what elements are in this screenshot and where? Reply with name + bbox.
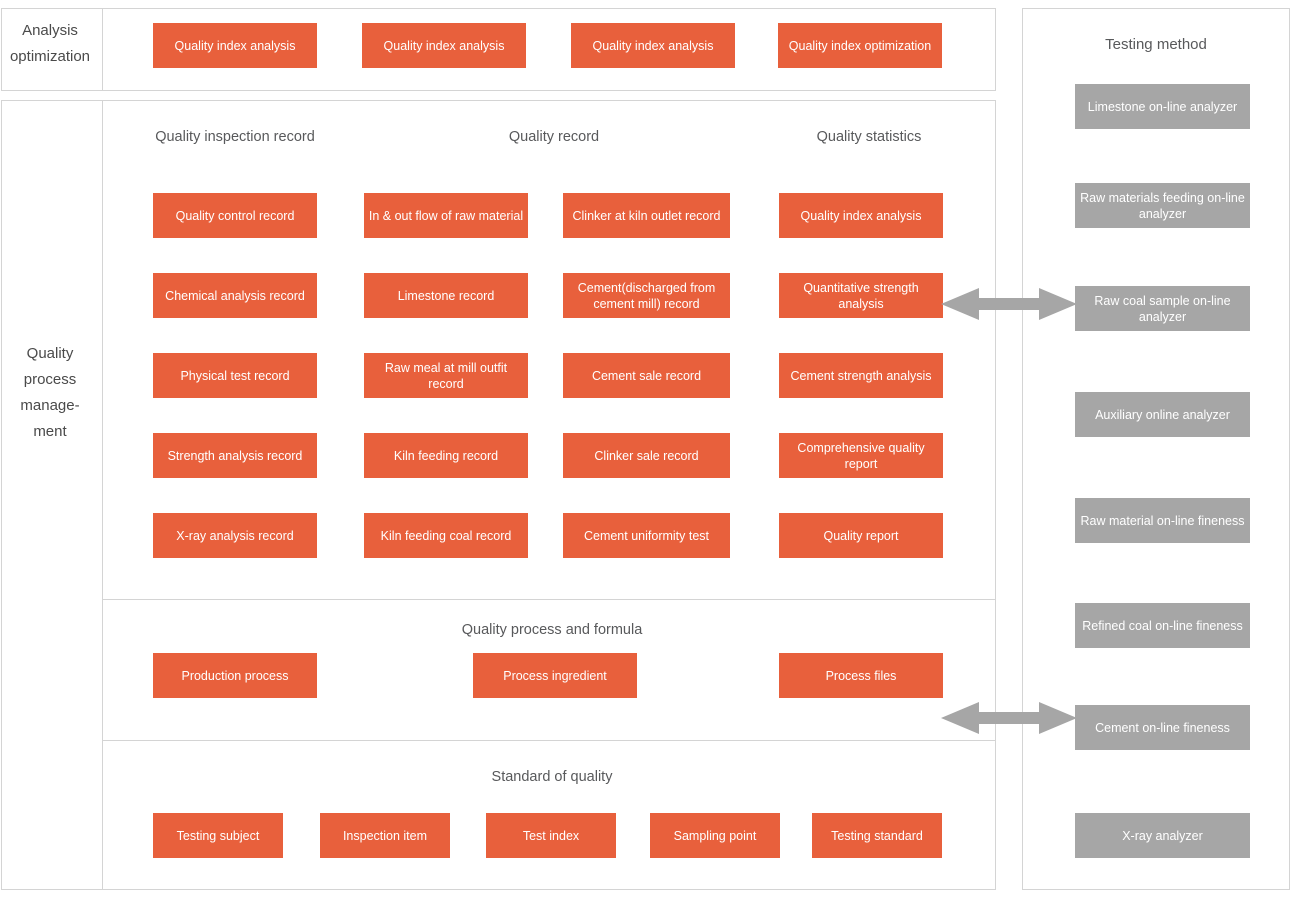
node-cement-online-fineness[interactable]: Cement on-line fineness [1075,705,1250,750]
arrow-process-files-to-cement-fineness-icon [941,700,1077,736]
quality-label-line1: Quality [26,345,74,362]
heading-quality-statistics: Quality statistics [816,129,922,145]
node-quantitative-strength-analysis[interactable]: Quantitative strength analysis [779,273,943,318]
node-quality-index-analysis-2[interactable]: Quality index analysis [362,23,526,68]
node-test-index[interactable]: Test index [486,813,616,858]
node-testing-subject[interactable]: Testing subject [153,813,283,858]
node-raw-meal-mill-outfit-record[interactable]: Raw meal at mill outfit record [364,353,528,398]
node-quality-index-optimization[interactable]: Quality index optimization [778,23,942,68]
node-raw-material-online-fineness[interactable]: Raw material on-line fineness [1075,498,1250,543]
node-clinker-kiln-outlet-record[interactable]: Clinker at kiln outlet record [563,193,730,238]
testing-method-panel [1022,8,1290,890]
node-cement-sale-record[interactable]: Cement sale record [563,353,730,398]
node-quality-index-analysis-3[interactable]: Quality index analysis [571,23,735,68]
node-quality-report[interactable]: Quality report [779,513,943,558]
node-cement-discharged-record[interactable]: Cement(discharged from cement mill) reco… [563,273,730,318]
node-in-out-flow-raw-material[interactable]: In & out flow of raw material [364,193,528,238]
node-raw-materials-feeding-online-analyzer[interactable]: Raw materials feeding on-line analyzer [1075,183,1250,228]
quality-label-line2: process [23,371,77,388]
node-kiln-feeding-record[interactable]: Kiln feeding record [364,433,528,478]
node-quality-index-analysis-stat[interactable]: Quality index analysis [779,193,943,238]
analysis-optimization-label-line1: Analysis [22,22,78,39]
quality-label-line3: manage- [20,397,80,414]
node-cement-strength-analysis[interactable]: Cement strength analysis [779,353,943,398]
divider-standard-of-quality [102,740,995,741]
node-testing-standard[interactable]: Testing standard [812,813,942,858]
heading-quality-process-and-formula: Quality process and formula [461,622,643,638]
heading-standard-of-quality: Standard of quality [491,769,613,785]
divider-process-formula [102,599,995,600]
node-raw-coal-sample-online-analyzer[interactable]: Raw coal sample on-line analyzer [1075,286,1250,331]
analysis-optimization-label: Analysis optimization [0,18,100,70]
node-strength-analysis-record[interactable]: Strength analysis record [153,433,317,478]
node-clinker-sale-record[interactable]: Clinker sale record [563,433,730,478]
node-production-process[interactable]: Production process [153,653,317,698]
node-limestone-online-analyzer[interactable]: Limestone on-line analyzer [1075,84,1250,129]
node-quality-index-analysis-1[interactable]: Quality index analysis [153,23,317,68]
node-cement-uniformity-test[interactable]: Cement uniformity test [563,513,730,558]
panel-left-divider-main [102,101,103,889]
node-chemical-analysis-record[interactable]: Chemical analysis record [153,273,317,318]
node-process-ingredient[interactable]: Process ingredient [473,653,637,698]
quality-process-management-label: Quality process manage- ment [0,341,100,445]
node-xray-analysis-record[interactable]: X-ray analysis record [153,513,317,558]
arrow-quantitative-strength-to-raw-coal-icon [941,286,1077,322]
node-sampling-point[interactable]: Sampling point [650,813,780,858]
node-quality-control-record[interactable]: Quality control record [153,193,317,238]
analysis-optimization-label-line2: optimization [9,48,91,65]
node-inspection-item[interactable]: Inspection item [320,813,450,858]
heading-testing-method: Testing method [1105,36,1207,53]
node-process-files[interactable]: Process files [779,653,943,698]
node-physical-test-record[interactable]: Physical test record [153,353,317,398]
node-xray-analyzer[interactable]: X-ray analyzer [1075,813,1250,858]
node-limestone-record[interactable]: Limestone record [364,273,528,318]
heading-quality-record: Quality record [508,129,600,145]
node-refined-coal-online-fineness[interactable]: Refined coal on-line fineness [1075,603,1250,648]
node-kiln-feeding-coal-record[interactable]: Kiln feeding coal record [364,513,528,558]
quality-label-line4: ment [33,423,67,440]
node-comprehensive-quality-report[interactable]: Comprehensive quality report [779,433,943,478]
panel-left-divider [102,9,103,90]
node-auxiliary-online-analyzer[interactable]: Auxiliary online analyzer [1075,392,1250,437]
heading-quality-inspection-record: Quality inspection record [155,129,315,145]
